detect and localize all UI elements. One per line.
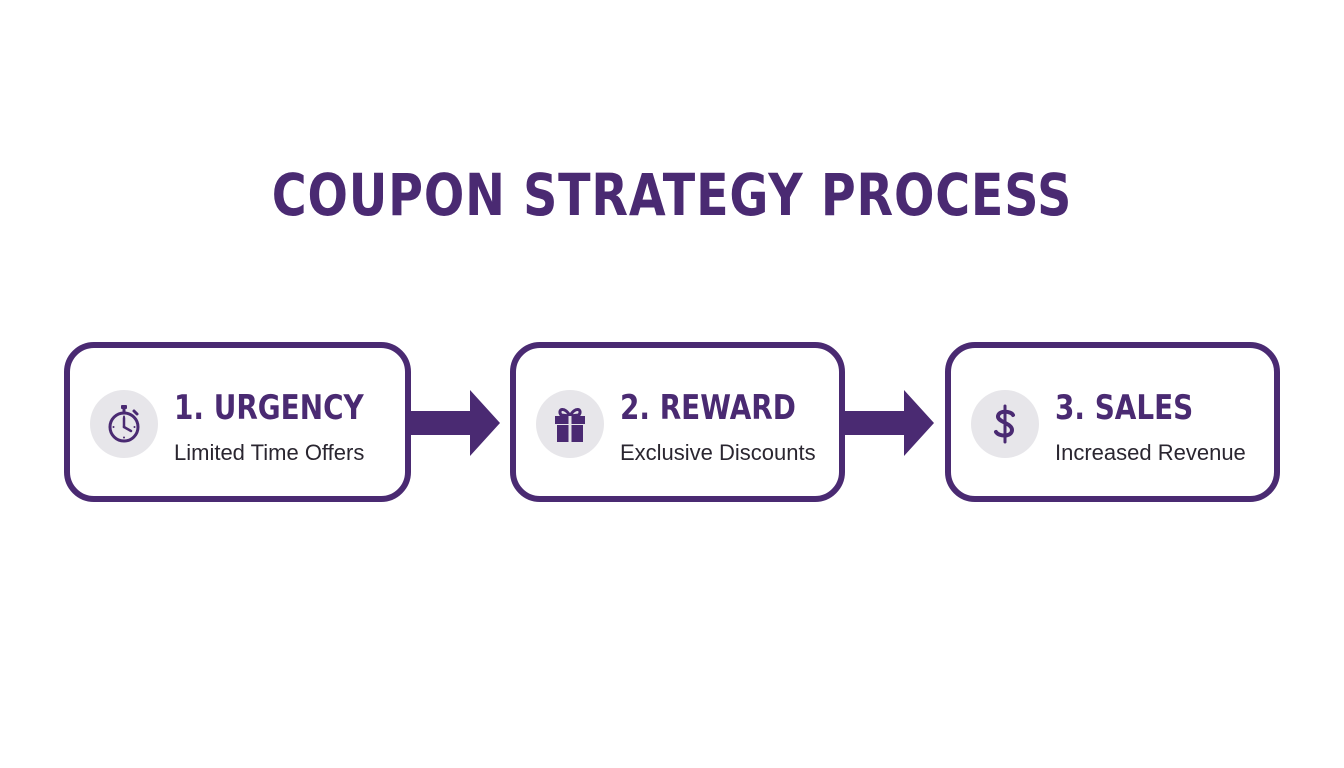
step-sales: 3. SALES Increased Revenue bbox=[945, 342, 1280, 502]
step-subtitle: Limited Time Offers bbox=[174, 440, 365, 465]
step-title: 3. SALES bbox=[1055, 388, 1194, 428]
step-subtitle: Increased Revenue bbox=[1055, 440, 1246, 465]
step-reward: 2. REWARD Exclusive Discounts bbox=[510, 342, 845, 502]
step-title: 2. REWARD bbox=[620, 388, 796, 428]
stopwatch-icon bbox=[90, 390, 158, 458]
arrow-right-icon bbox=[842, 390, 934, 456]
gift-icon bbox=[536, 390, 604, 458]
step-title: 1. URGENCY bbox=[174, 388, 364, 428]
diagram-title: COUPON STRATEGY PROCESS bbox=[271, 161, 1073, 229]
arrow-right-icon bbox=[408, 390, 500, 456]
step-subtitle: Exclusive Discounts bbox=[620, 440, 816, 465]
dollar-icon bbox=[971, 390, 1039, 458]
step-urgency: 1. URGENCY Limited Time Offers bbox=[64, 342, 411, 502]
